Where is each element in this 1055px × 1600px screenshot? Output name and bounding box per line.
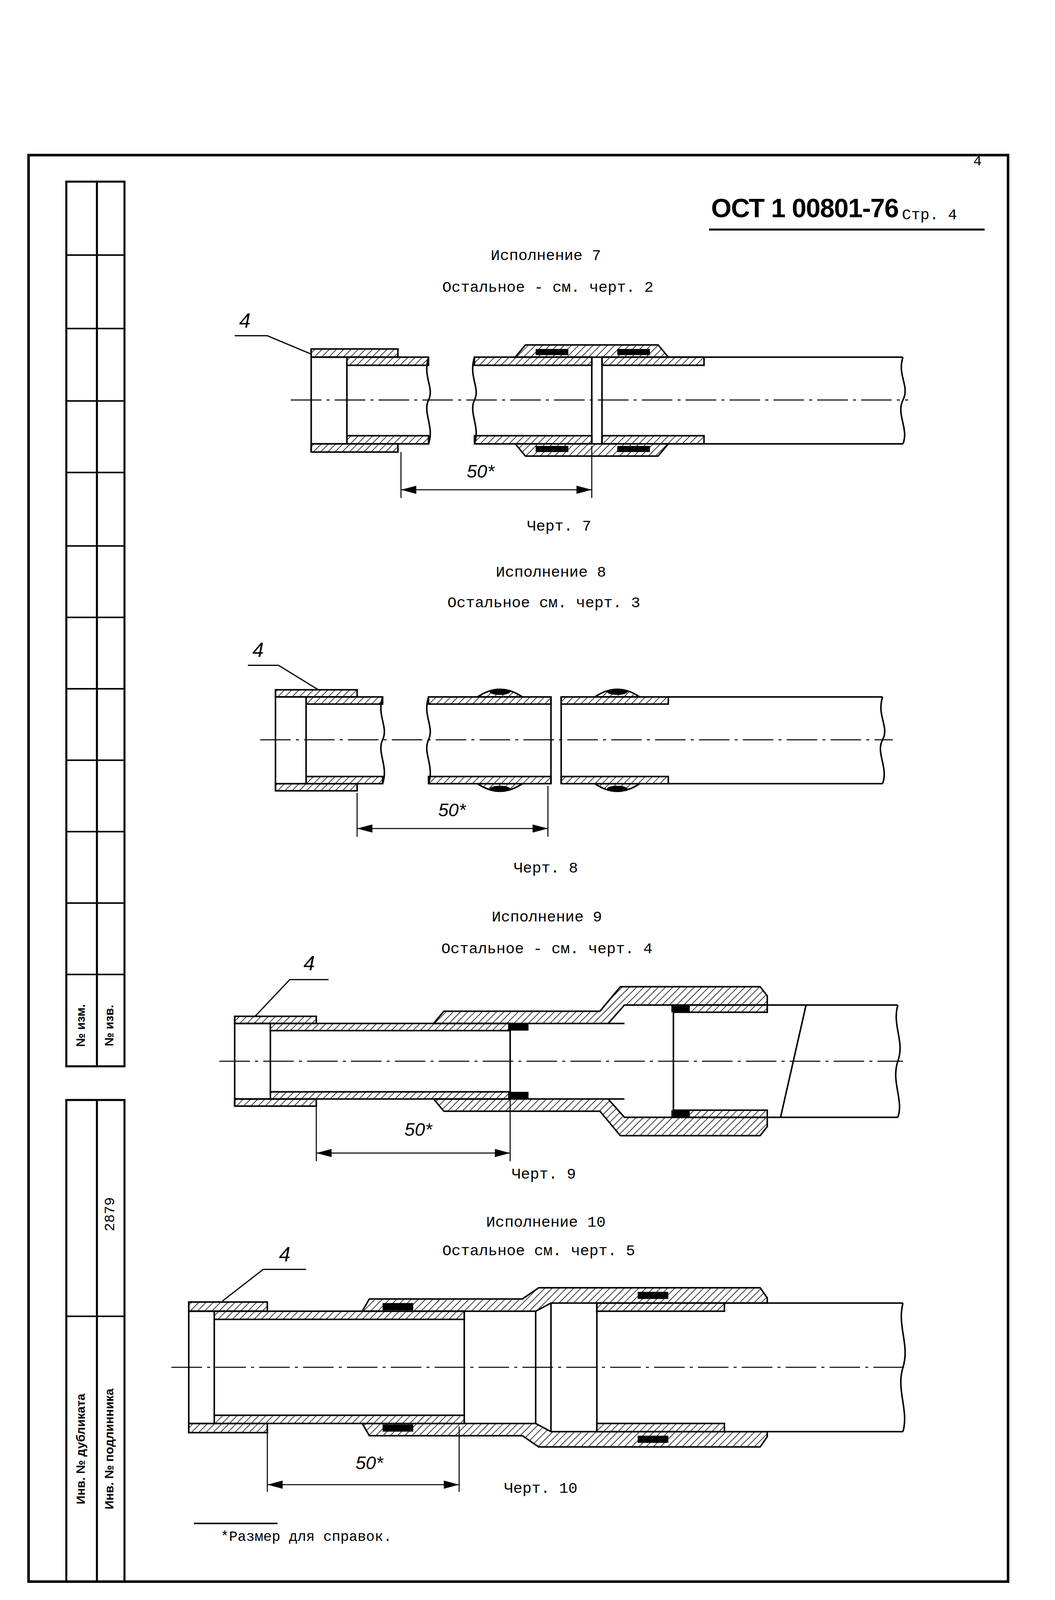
sidebar-label: № изв. — [103, 1004, 118, 1047]
sheet-frame — [28, 155, 1009, 1583]
reference-note: Остальное - см. черт. 2 — [442, 279, 654, 298]
figure-caption: Черт. 8 — [513, 860, 579, 879]
joint-drawing-7 — [234, 335, 909, 499]
joint-drawing-8 — [247, 665, 893, 837]
reference-note: Остальное - см. черт. 4 — [441, 941, 653, 959]
sidebar-label: № изм. — [74, 1004, 89, 1048]
reference-note: Остальное см. черт. 3 — [447, 595, 641, 613]
dimension-label: 50* — [438, 800, 466, 822]
joint-drawing-10 — [171, 1269, 908, 1493]
variant-heading: Исполнение 9 — [491, 909, 602, 927]
callout-number: 4 — [303, 952, 315, 976]
dimension-label: 50* — [355, 1453, 384, 1475]
reference-footnote: *Размер для справок. — [220, 1529, 393, 1546]
sidebar-number: 2879 — [101, 1197, 119, 1232]
variant-heading: Исполнение 8 — [495, 564, 606, 583]
callout-number: 4 — [278, 1243, 291, 1267]
reference-note: Остальное см. черт. 5 — [442, 1243, 636, 1261]
callout-number: 4 — [252, 638, 264, 663]
variant-heading: Исполнение 10 — [486, 1214, 606, 1233]
document-code: ОСТ 1 00801-76 — [711, 194, 899, 225]
dimension-label: 50* — [466, 461, 495, 483]
figure-caption: Черт. 7 — [527, 518, 592, 537]
joint-drawing-9 — [219, 979, 903, 1162]
sidebar-label: Инв. № подлинника — [103, 1388, 118, 1510]
page-label: Стр. 4 — [902, 207, 958, 225]
callout-number: 4 — [239, 309, 251, 334]
dimension-label: 50* — [404, 1119, 433, 1142]
sidebar-label: Инв. № дубликата — [74, 1394, 89, 1505]
figure-caption: Черт. 10 — [503, 1480, 578, 1499]
figure-caption: Черт. 9 — [511, 1166, 577, 1185]
page-number: 4 — [973, 153, 982, 170]
variant-heading: Исполнение 7 — [490, 247, 601, 266]
